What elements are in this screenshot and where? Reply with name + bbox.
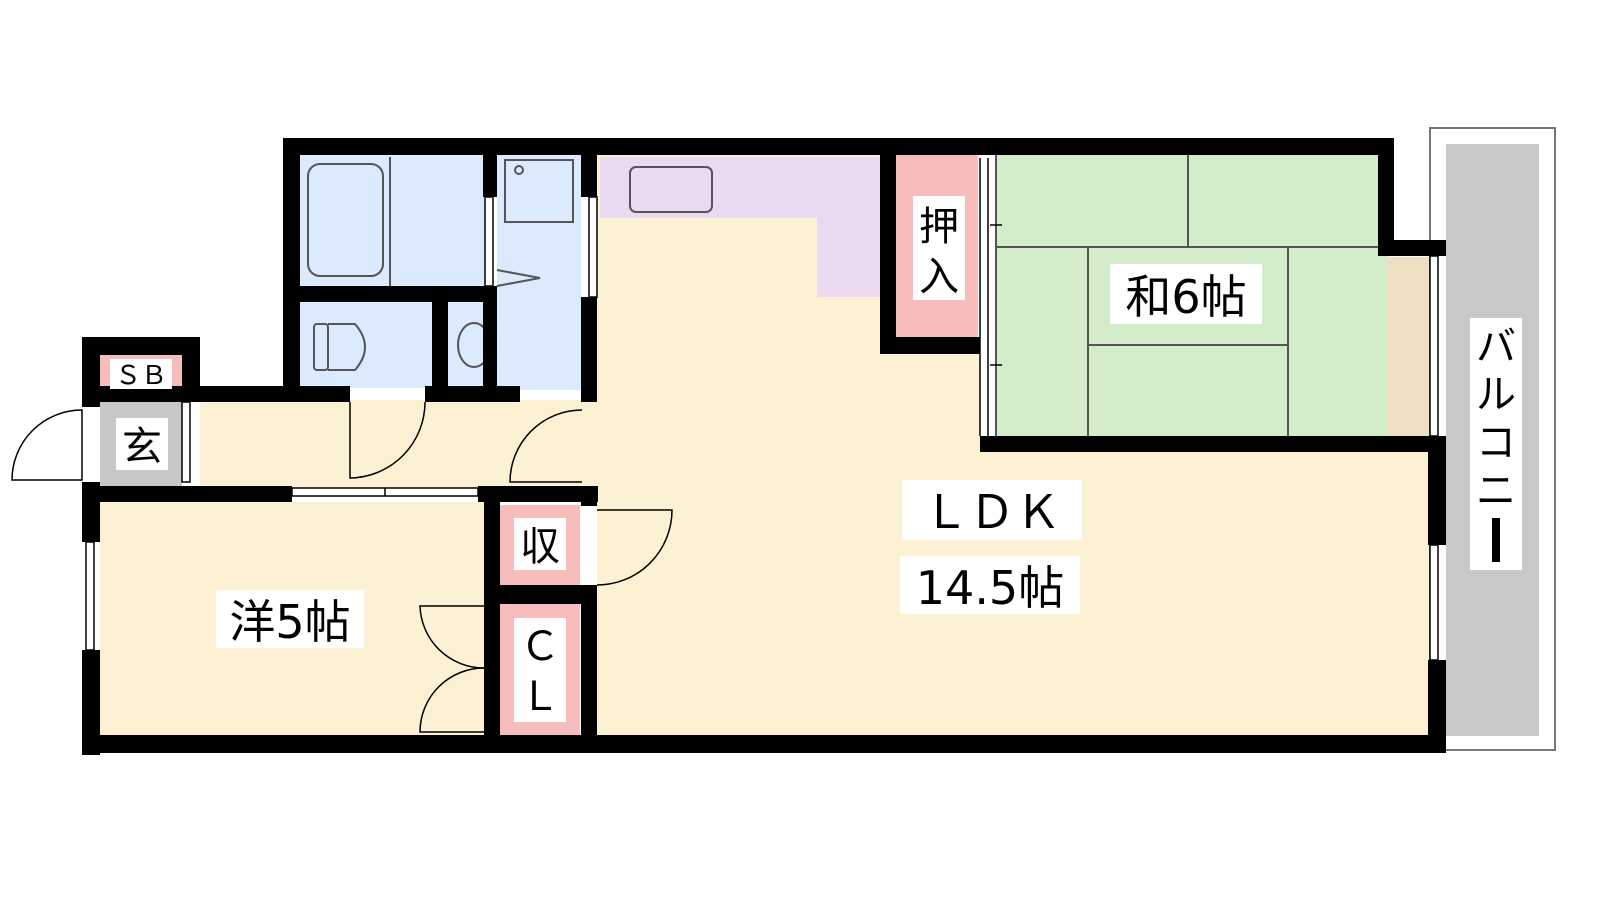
shuunou-label: 収 <box>520 524 560 570</box>
bathtub <box>307 163 384 277</box>
walls <box>82 138 1446 755</box>
ldk-label: ＬＤＫ <box>923 485 1061 539</box>
oshiire-label-2: 入 <box>919 254 959 300</box>
bath-floor <box>300 155 485 288</box>
balcony-char-4: ニ <box>1476 468 1516 514</box>
closet-label-1: Ｃ <box>520 624 560 670</box>
tatami-lines <box>995 155 1388 438</box>
balcony-char-1: バ <box>1476 324 1516 370</box>
kitchen-counter <box>600 157 880 297</box>
balcony-char-5 <box>1492 518 1500 562</box>
youshitsu-label: 洋5帖 <box>229 595 350 649</box>
toilet-floor <box>300 302 432 388</box>
doors <box>11 158 1002 733</box>
ldk-size-label: 14.5帖 <box>916 561 1064 615</box>
balcony-char-3: コ <box>1476 420 1516 466</box>
svg-text:ー: ー <box>1476 520 1516 566</box>
engawa-floor <box>1388 257 1430 438</box>
genkan-label: 玄 <box>122 424 162 470</box>
hallway-floor <box>200 400 597 488</box>
washing-machine <box>504 159 574 223</box>
oshiire-label-1: 押 <box>919 204 959 250</box>
shoebox-label: ＳＢ <box>115 361 167 391</box>
washitsu-label: 和6帖 <box>1125 270 1246 324</box>
kitchen-sink <box>629 166 713 213</box>
closet-label-2: Ｌ <box>520 674 560 720</box>
windows <box>85 196 1439 661</box>
balcony-char-2: ル <box>1476 372 1516 418</box>
